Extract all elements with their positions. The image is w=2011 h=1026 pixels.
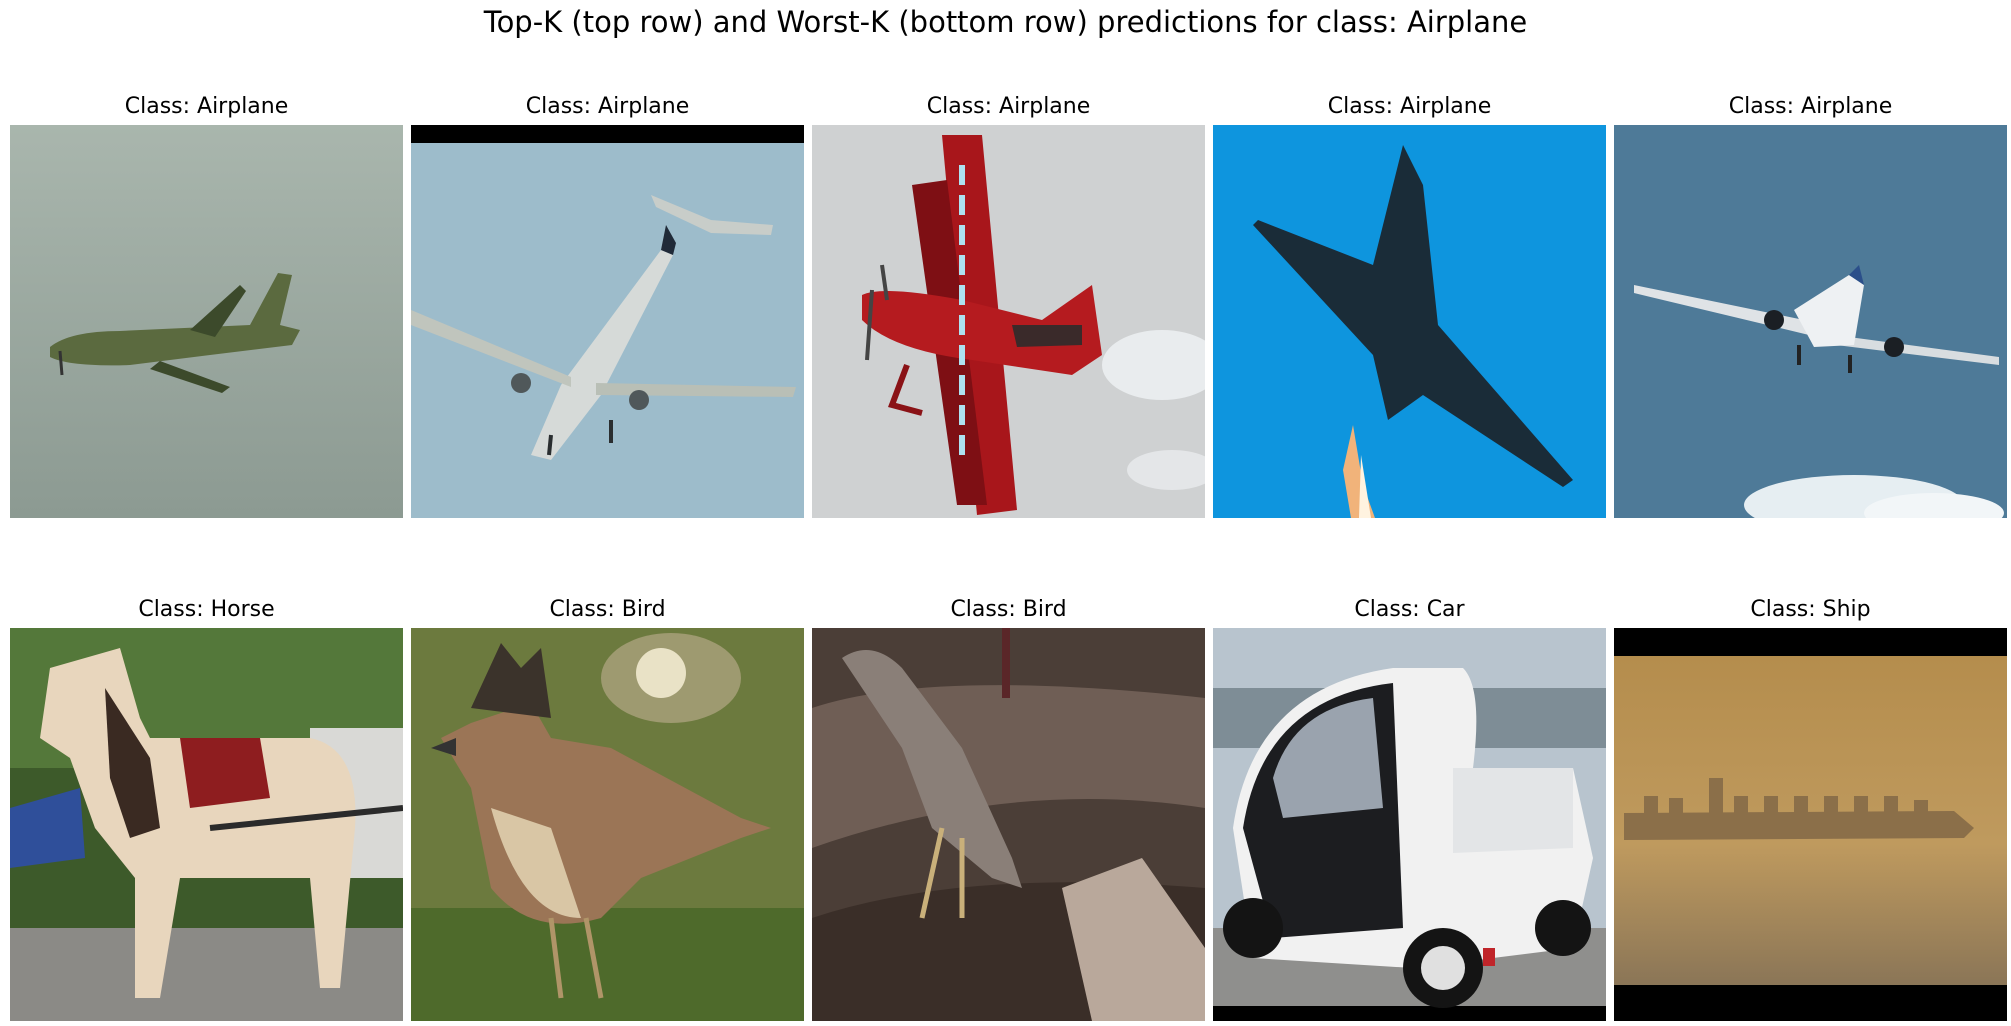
- electric-car-image: [1213, 628, 1606, 1021]
- airplane-airliner-image: [1614, 125, 2007, 518]
- panel-title: Class: Airplane: [1728, 94, 1893, 119]
- panel-title: Class: Bird: [549, 597, 666, 622]
- airplane-fighter-jet-image: [1213, 125, 1606, 518]
- airplane-twin-prop-image: [411, 125, 804, 518]
- heron-image: [812, 628, 1205, 1021]
- sparrow-image: [411, 628, 804, 1021]
- panel-title: Class: Airplane: [926, 94, 1091, 119]
- horse-image: [10, 628, 403, 1021]
- airplane-red-biplane-image: [812, 125, 1205, 518]
- panel-title: Class: Car: [1354, 597, 1465, 622]
- panel-title: Class: Airplane: [124, 94, 289, 119]
- cargo-ship-image: [1614, 628, 2007, 1021]
- airplane-cargo-jet-image: [10, 125, 403, 518]
- panel-title: Class: Horse: [138, 597, 275, 622]
- panel-title: Class: Ship: [1750, 597, 1871, 622]
- panel-title: Class: Airplane: [525, 94, 690, 119]
- figure-title: Top-K (top row) and Worst-K (bottom row)…: [483, 5, 1528, 39]
- panel-title: Class: Bird: [950, 597, 1067, 622]
- panel-title: Class: Airplane: [1327, 94, 1492, 119]
